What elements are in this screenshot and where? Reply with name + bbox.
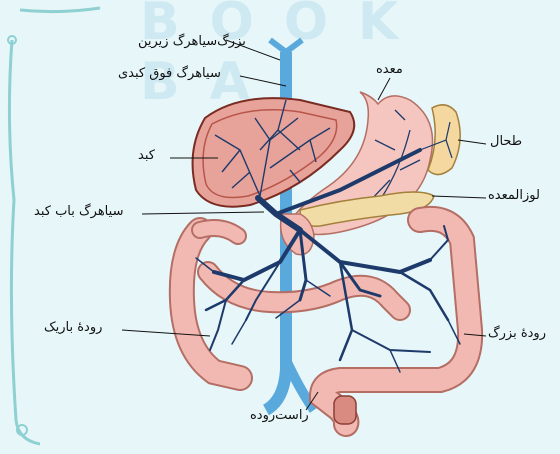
label-spleen: طحال (490, 134, 522, 149)
label-small-intestine: رودهٔ باریک (44, 320, 102, 335)
label-portal-vein: سیاهرگ باب کبد (34, 204, 123, 219)
label-stomach: معده (376, 62, 403, 77)
label-large-intestine: رودهٔ بزرگ (488, 326, 546, 341)
label-hepatic-vein: سیاهرگ فوق کبدی (118, 66, 221, 81)
label-inferior-vena-cava: بزرگ‌سیاهرگ زیرین (138, 34, 246, 49)
label-liver: کبد (138, 148, 155, 163)
rectum (334, 396, 356, 424)
label-pancreas: لوزالمعده (488, 188, 540, 203)
label-rectum: راست‌روده (250, 408, 309, 423)
page-frame (8, 8, 100, 444)
